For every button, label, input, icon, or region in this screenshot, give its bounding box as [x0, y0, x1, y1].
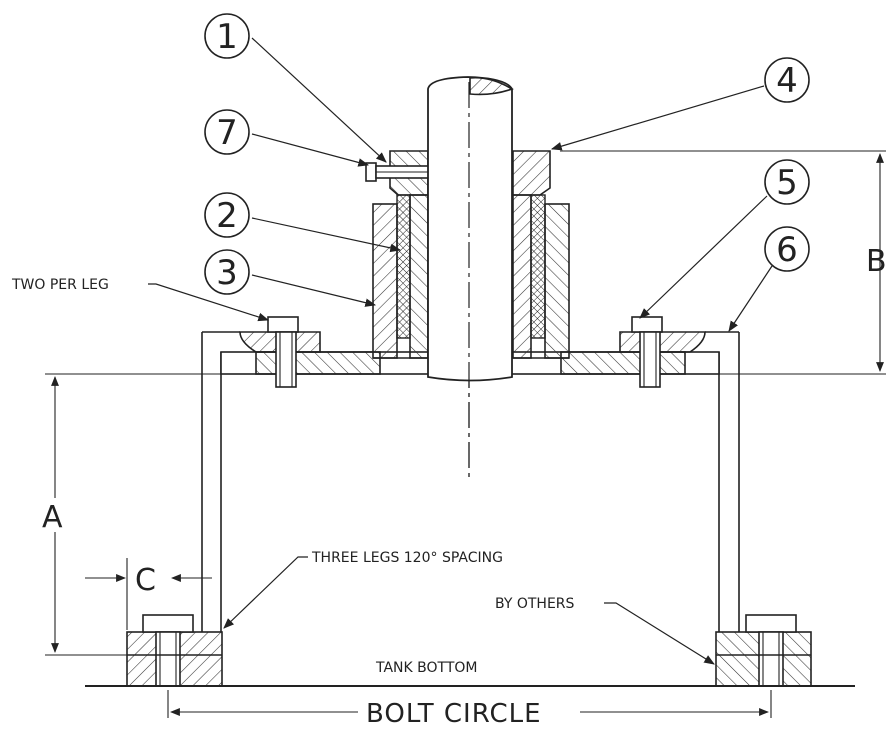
leg-bracket-right — [619, 331, 706, 353]
svg-text:5: 5 — [776, 163, 798, 203]
svg-text:BY OTHERS: BY OTHERS — [495, 596, 575, 612]
bolt-circle-label: BOLT CIRCLE — [366, 699, 542, 729]
foot-left — [126, 614, 223, 687]
leg-bolt-left — [267, 316, 299, 388]
bearing-liner — [396, 194, 546, 339]
label-two-per-leg: TWO PER LEG — [11, 277, 270, 322]
dimension-b-label: B — [866, 244, 886, 279]
svg-text:1: 1 — [216, 17, 238, 57]
svg-text:4: 4 — [776, 61, 798, 101]
balloon-7: 7 — [204, 109, 370, 167]
balloon-2: 2 — [204, 192, 402, 253]
label-by-others: BY OTHERS — [495, 596, 715, 665]
dimension-a: A — [40, 376, 70, 653]
left-leg — [201, 331, 240, 632]
svg-text:2: 2 — [216, 196, 238, 236]
shaft — [427, 76, 514, 382]
dimension-c: C — [85, 558, 212, 630]
dimension-c-label: C — [135, 563, 156, 598]
balloon-1: 1 — [204, 13, 387, 163]
svg-text:6: 6 — [776, 230, 798, 270]
balloon-5: 5 — [639, 159, 810, 319]
right-leg — [705, 331, 740, 632]
dimension-b: B — [866, 153, 886, 372]
svg-text:3: 3 — [216, 253, 238, 293]
balloon-6: 6 — [728, 226, 810, 332]
balloon-3: 3 — [204, 249, 377, 307]
balloon-4: 4 — [550, 57, 810, 151]
dimension-bolt-circle: BOLT CIRCLE — [167, 690, 772, 729]
svg-text:THREE LEGS 120° SPACING: THREE LEGS 120° SPACING — [311, 550, 503, 566]
foot-right — [715, 614, 812, 687]
label-tank-bottom: TANK BOTTOM — [375, 660, 477, 676]
dimension-a-label: A — [42, 500, 63, 535]
svg-text:TWO PER LEG: TWO PER LEG — [11, 277, 109, 293]
svg-text:7: 7 — [216, 113, 238, 153]
leg-bolt-right — [631, 316, 663, 388]
set-screw — [365, 162, 434, 182]
label-three-legs: THREE LEGS 120° SPACING — [223, 550, 503, 629]
